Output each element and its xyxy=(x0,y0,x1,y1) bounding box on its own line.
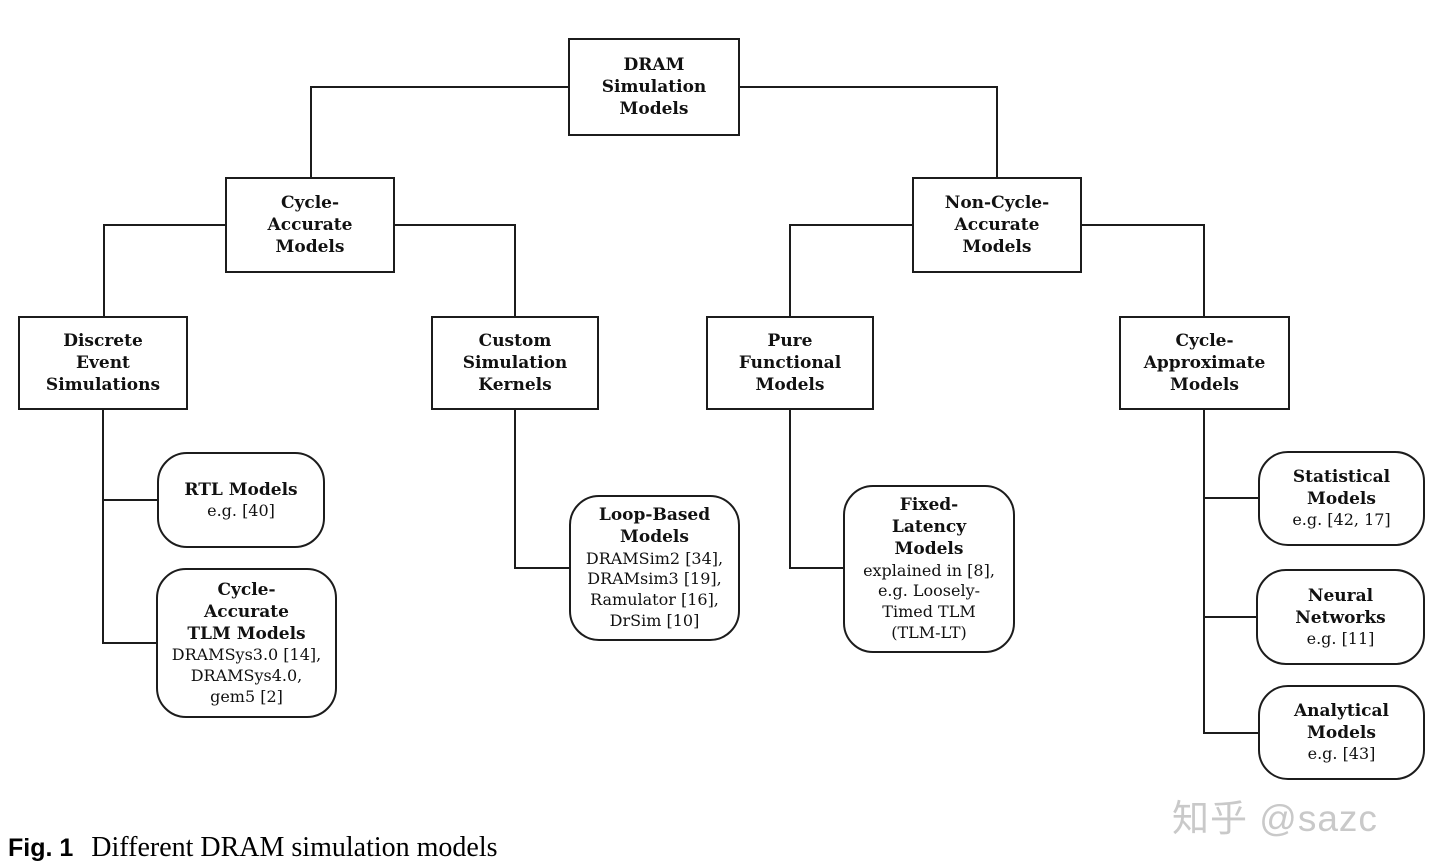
edge-root-to-cycle-accurate-h xyxy=(310,86,568,88)
node-title: Cycle- Approximate Models xyxy=(1143,330,1266,396)
edge-non-cycle-to-pure-functional-v xyxy=(789,224,791,316)
node-title: Analytical Models xyxy=(1293,701,1390,744)
edge-cycle-accurate-to-discrete-h xyxy=(103,224,225,226)
node-title: RTL Models xyxy=(184,479,298,500)
node-discrete-event-simulations: Discrete Event Simulations xyxy=(18,316,188,410)
node-title: Statistical Models xyxy=(1292,467,1391,510)
edge-cycle-approx-spine-v xyxy=(1203,410,1205,734)
node-fixed-latency-models: Fixed- Latency Models explained in [8], … xyxy=(843,485,1015,653)
edge-root-to-non-cycle-h xyxy=(740,86,997,88)
node-title: Custom Simulation Kernels xyxy=(462,330,568,396)
node-title: Loop-Based Models xyxy=(598,505,711,548)
node-dram-simulation-models: DRAM Simulation Models xyxy=(568,38,740,136)
edge-cycle-accurate-to-discrete-v xyxy=(103,224,105,316)
node-detail: DRAMSys3.0 [14], DRAMSys4.0, gem5 [2] xyxy=(171,644,322,706)
node-detail: e.g. [42, 17] xyxy=(1292,510,1391,530)
node-title: Discrete Event Simulations xyxy=(45,330,161,396)
edge-kernels-spine-v xyxy=(514,410,516,569)
node-statistical-models: Statistical Models e.g. [42, 17] xyxy=(1258,451,1425,546)
edge-root-to-non-cycle-v xyxy=(996,86,998,177)
edge-non-cycle-to-pure-functional-h xyxy=(789,224,912,226)
edge-non-cycle-to-cycle-approx-h xyxy=(1082,224,1204,226)
node-title: Cycle- Accurate Models xyxy=(267,192,353,258)
edge-pure-functional-spine-v xyxy=(789,410,791,569)
node-title: Neural Networks xyxy=(1295,585,1386,628)
node-pure-functional-models: Pure Functional Models xyxy=(706,316,874,410)
zhihu-watermark: 知乎 @sazc xyxy=(1172,798,1378,839)
node-non-cycle-accurate-models: Non-Cycle- Accurate Models xyxy=(912,177,1082,273)
node-title: Cycle- Accurate TLM Models xyxy=(187,579,306,644)
edge-pure-functional-to-fixed-h xyxy=(789,567,844,569)
edge-cycle-accurate-to-kernels-h xyxy=(395,224,515,226)
node-custom-simulation-kernels: Custom Simulation Kernels xyxy=(431,316,599,410)
node-analytical-models: Analytical Models e.g. [43] xyxy=(1258,685,1425,780)
edge-non-cycle-to-cycle-approx-v xyxy=(1203,224,1205,316)
edge-kernels-to-loop-h xyxy=(514,567,570,569)
node-neural-networks: Neural Networks e.g. [11] xyxy=(1256,569,1425,665)
node-detail: e.g. [40] xyxy=(207,500,275,520)
node-cycle-accurate-models: Cycle- Accurate Models xyxy=(225,177,395,273)
node-title: Fixed- Latency Models xyxy=(891,495,967,560)
node-loop-based-models: Loop-Based Models DRAMSim2 [34], DRAMsim… xyxy=(569,495,740,641)
node-detail: explained in [8], e.g. Loosely- Timed TL… xyxy=(863,560,995,642)
node-detail: DRAMSim2 [34], DRAMsim3 [19], Ramulator … xyxy=(585,548,724,630)
edge-cycle-approx-to-neural-h xyxy=(1203,616,1259,618)
node-detail: e.g. [43] xyxy=(1307,744,1376,764)
node-cycle-approximate-models: Cycle- Approximate Models xyxy=(1119,316,1290,410)
node-cycle-accurate-tlm-models: Cycle- Accurate TLM Models DRAMSys3.0 [1… xyxy=(156,568,337,718)
figure-caption: Fig. 1 Different DRAM simulation models xyxy=(8,832,498,864)
edge-discrete-to-rtl-h xyxy=(102,499,157,501)
edge-discrete-spine-v xyxy=(102,410,104,644)
node-title: DRAM Simulation Models xyxy=(601,54,707,120)
node-title: Pure Functional Models xyxy=(738,330,842,396)
figure-caption-label: Fig. 1 xyxy=(8,834,74,862)
edge-cycle-accurate-to-kernels-v xyxy=(514,224,516,316)
edge-discrete-to-tlm-h xyxy=(102,642,157,644)
node-title: Non-Cycle- Accurate Models xyxy=(944,192,1050,258)
node-rtl-models: RTL Models e.g. [40] xyxy=(157,452,325,548)
figure-caption-text: Different DRAM simulation models xyxy=(91,832,498,863)
node-detail: e.g. [11] xyxy=(1306,628,1375,648)
edge-cycle-approx-to-statistical-h xyxy=(1203,497,1259,499)
edge-root-to-cycle-accurate-v xyxy=(310,86,312,177)
edge-cycle-approx-to-analytical-h xyxy=(1203,732,1259,734)
